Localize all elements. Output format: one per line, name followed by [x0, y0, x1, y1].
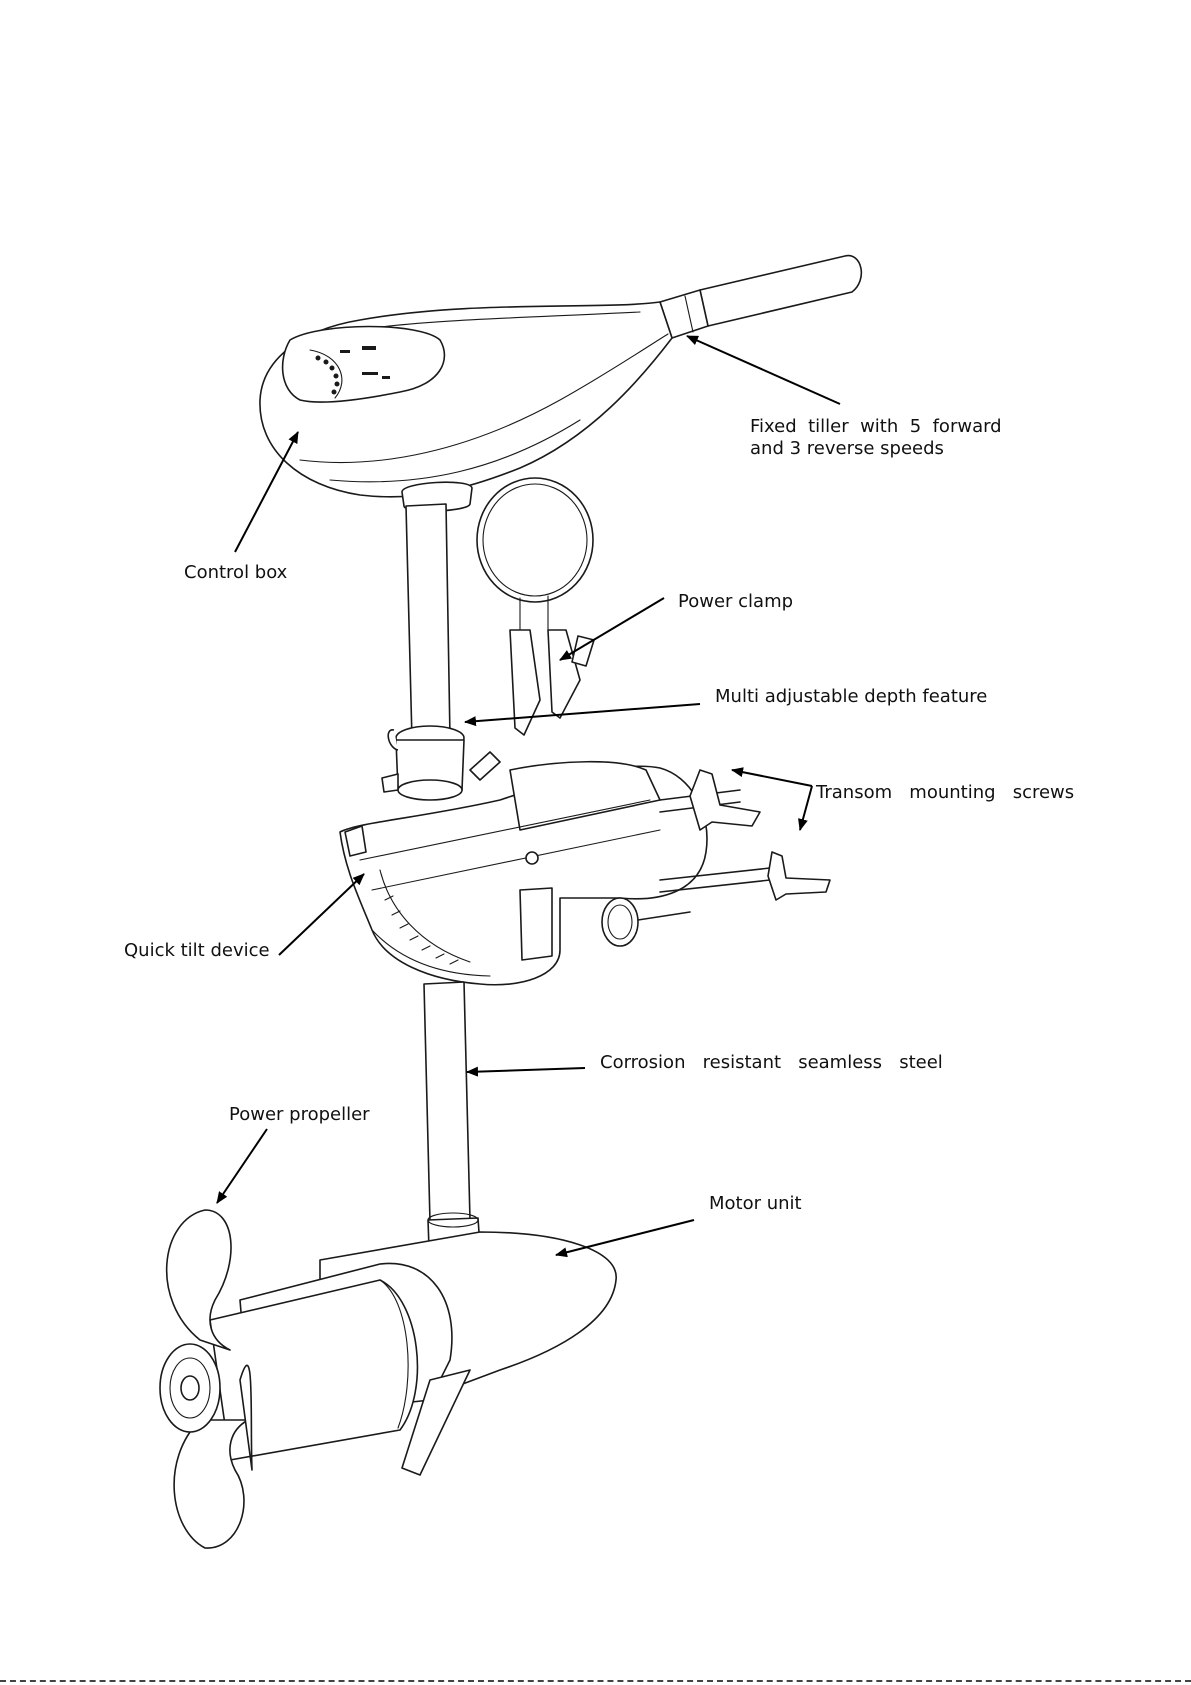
- page-bottom-rule: [0, 1680, 1191, 1682]
- upper-shaft: [406, 504, 450, 740]
- label-power-clamp: Power clamp: [678, 591, 793, 613]
- label-control-box: Control box: [184, 562, 287, 584]
- mounting-bracket: [340, 762, 707, 985]
- power-cable: [477, 478, 593, 632]
- label-tilt: Quick tilt device: [124, 940, 270, 962]
- depth-collar: [382, 726, 500, 800]
- label-transom: Transom mounting screws: [816, 782, 1074, 804]
- label-propeller: Power propeller: [229, 1104, 370, 1126]
- label-tiller: Fixed tiller with 5 forward and 3 revers…: [750, 416, 1002, 459]
- tiller-handle: [660, 256, 861, 338]
- label-depth: Multi adjustable depth feature: [715, 686, 987, 708]
- control-box: [260, 302, 672, 511]
- label-steel: Corrosion resistant seamless steel: [600, 1052, 943, 1074]
- battery-clamps: [510, 630, 594, 735]
- motor-unit: [210, 1232, 616, 1475]
- label-motor: Motor unit: [709, 1193, 802, 1215]
